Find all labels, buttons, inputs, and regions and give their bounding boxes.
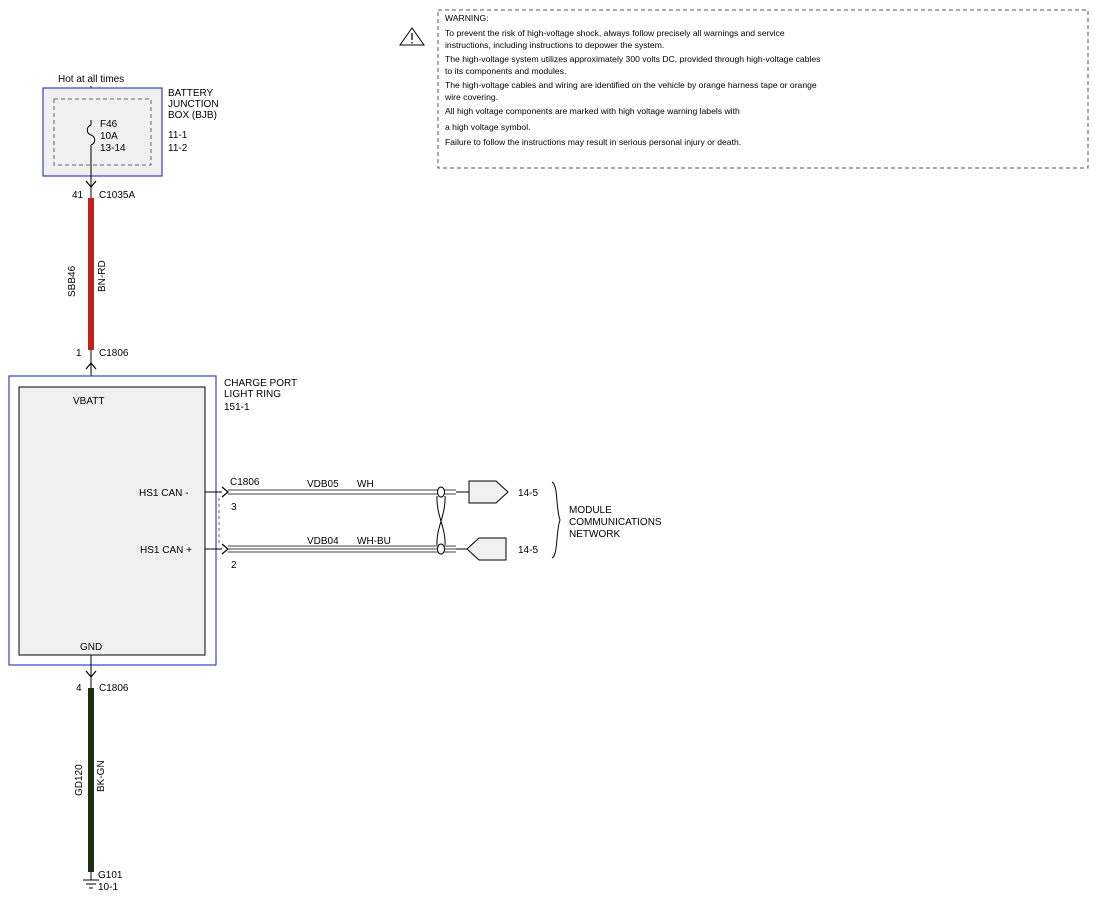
network-label: COMMUNICATIONS bbox=[569, 517, 662, 528]
can-high-ref: 14-5 bbox=[518, 545, 538, 556]
connector-pin: 4 bbox=[76, 683, 82, 694]
warning-title: WARNING: bbox=[445, 13, 489, 23]
warning-line: instructions, including instructions to … bbox=[445, 40, 664, 50]
charge-port-light-ring-module: VBATT HS1 CAN - HS1 CAN + GND bbox=[8, 375, 217, 666]
wire-gd120 bbox=[88, 688, 94, 872]
can-low-pin: 3 bbox=[231, 502, 237, 513]
bjb-name: BATTERY bbox=[168, 88, 214, 99]
can-high-circuit: VDB04 bbox=[307, 536, 339, 547]
fuse-id: F46 bbox=[100, 119, 118, 130]
wire-sbb46 bbox=[88, 198, 94, 350]
battery-junction-box: F46 10A 13-14 11-1 11-2 bbox=[42, 87, 188, 177]
bjb-ref: 11-1 bbox=[168, 130, 188, 141]
can-low-flag-icon bbox=[468, 480, 509, 504]
can-high-color-code: WH-BU bbox=[357, 536, 391, 547]
connector-name: C1806 bbox=[99, 348, 129, 359]
ground-ref: 10-1 bbox=[98, 882, 118, 893]
can-low-circuit: VDB05 bbox=[307, 479, 339, 490]
bjb-ref: 11-2 bbox=[168, 143, 188, 154]
connector-c1806-pin4: 4 C1806 bbox=[76, 655, 129, 694]
network-brace bbox=[551, 481, 561, 559]
bjb-name: BOX (BJB) bbox=[168, 110, 217, 121]
can-high-flag-icon bbox=[466, 537, 507, 561]
pin-can-low-label: HS1 CAN - bbox=[139, 488, 188, 499]
wire-circuit: GD120 bbox=[74, 764, 85, 796]
can-connector-name: C1806 bbox=[230, 477, 260, 488]
wire-vdb05 bbox=[228, 489, 456, 495]
warning-line: a high voltage symbol. bbox=[445, 122, 531, 132]
connector-c1035a: 41 C1035A bbox=[72, 176, 135, 201]
warning-line: All high voltage components are marked w… bbox=[445, 106, 740, 116]
module-name: 151-1 bbox=[224, 402, 250, 413]
warning-line: The high-voltage system utilizes approxi… bbox=[445, 54, 820, 64]
warning-line: to its components and modules. bbox=[445, 66, 566, 76]
connector-pin: 41 bbox=[72, 190, 84, 201]
pin-gnd-label: GND bbox=[80, 642, 102, 653]
connector-name: C1035A bbox=[99, 190, 135, 201]
warning-panel: WARNING: To prevent the risk of high-vol… bbox=[399, 9, 1089, 169]
can-low-color-code: WH bbox=[357, 479, 374, 490]
connector-name: C1806 bbox=[99, 683, 129, 694]
bjb-name: JUNCTION bbox=[168, 99, 219, 110]
fuse-icon bbox=[86, 120, 96, 176]
fuse-pins: 13-14 bbox=[100, 143, 126, 154]
module-name: LIGHT RING bbox=[224, 389, 281, 400]
pin-vbatt-label: VBATT bbox=[73, 396, 104, 407]
ground-symbol-icon bbox=[83, 872, 99, 889]
module-name: CHARGE PORT bbox=[224, 378, 297, 389]
wire-circuit: SBB46 bbox=[67, 265, 78, 297]
warning-line: To prevent the risk of high-voltage shoc… bbox=[445, 28, 785, 38]
caution-triangle-icon bbox=[399, 27, 425, 46]
wire-color-code: BK-GN bbox=[96, 760, 107, 792]
pin-can-high-label: HS1 CAN + bbox=[140, 545, 192, 556]
can-high-pin: 2 bbox=[231, 560, 237, 571]
ground-point: G101 bbox=[98, 870, 123, 881]
warning-line: Failure to follow the instructions may r… bbox=[445, 137, 741, 147]
hot-at-all-times-label: Hot at all times bbox=[58, 74, 124, 85]
warning-line: The high-voltage cables and wiring are i… bbox=[445, 80, 817, 90]
can-low-ref: 14-5 bbox=[518, 488, 538, 499]
network-label: MODULE bbox=[569, 505, 612, 516]
twisted-pair-icon bbox=[436, 486, 446, 555]
can-bus: C1806 3 2 VDB05 WH VDB04 WH-BU 14-5 bbox=[205, 477, 662, 571]
network-label: NETWORK bbox=[569, 529, 620, 540]
wire-color-code: BN-RD bbox=[97, 260, 108, 292]
warning-line: wire covering. bbox=[444, 92, 498, 102]
fuse-rating: 10A bbox=[100, 131, 118, 142]
connector-pin: 1 bbox=[76, 348, 82, 359]
wire-vdb04 bbox=[228, 545, 456, 553]
